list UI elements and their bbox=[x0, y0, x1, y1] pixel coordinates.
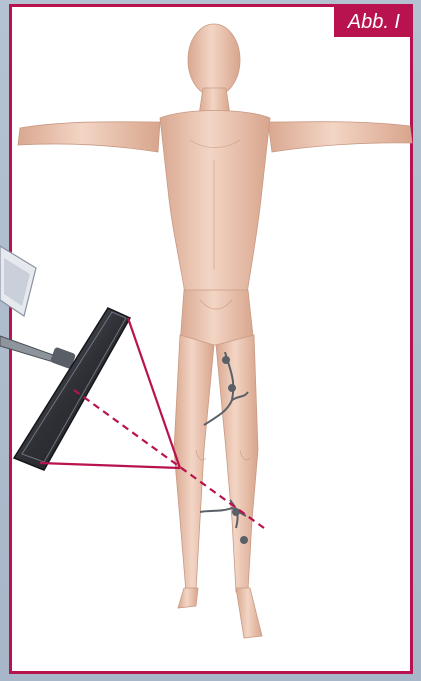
scanner-device bbox=[0, 308, 130, 470]
scanner-head bbox=[14, 308, 130, 470]
figure-left-arm bbox=[18, 122, 160, 152]
figure-left-leg bbox=[174, 335, 214, 592]
human-figure bbox=[18, 24, 412, 638]
projection-upper-line bbox=[128, 318, 180, 468]
figure-left-foot bbox=[178, 588, 198, 608]
figure-right-leg bbox=[216, 335, 258, 592]
figure-right-foot bbox=[236, 588, 262, 638]
projection-lower-line bbox=[40, 463, 180, 468]
figure-hips bbox=[180, 290, 254, 345]
figure-right-arm bbox=[268, 122, 412, 152]
figure-head bbox=[188, 24, 240, 96]
tablet-device bbox=[0, 246, 36, 316]
figure-torso bbox=[160, 111, 270, 301]
